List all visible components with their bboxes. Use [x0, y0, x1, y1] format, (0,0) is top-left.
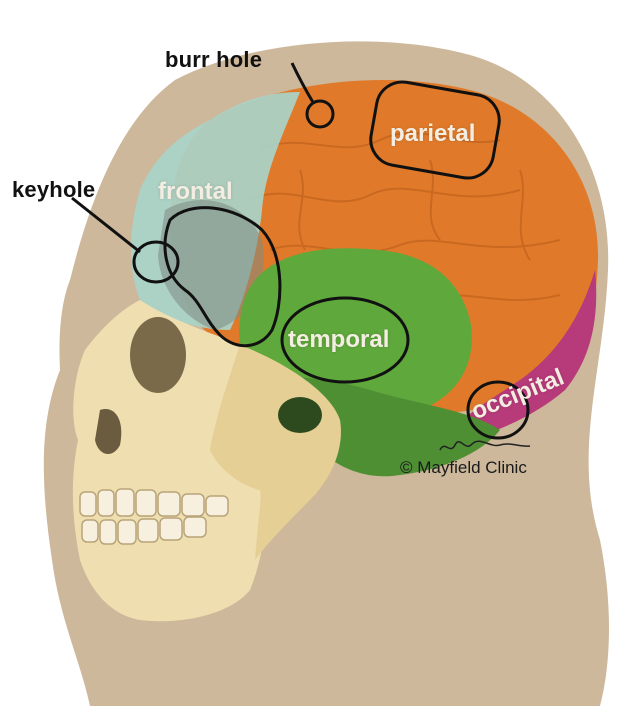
copyright-credit: © Mayfield Clinic — [400, 458, 527, 478]
temporal-label: temporal — [288, 326, 389, 354]
ear-canal — [278, 397, 322, 433]
parietal-label: parietal — [390, 120, 475, 148]
frontal-label: frontal — [158, 178, 233, 206]
burr-hole-label: burr hole — [165, 47, 262, 73]
keyhole-label: keyhole — [12, 177, 95, 203]
eye-orbit — [130, 317, 186, 393]
